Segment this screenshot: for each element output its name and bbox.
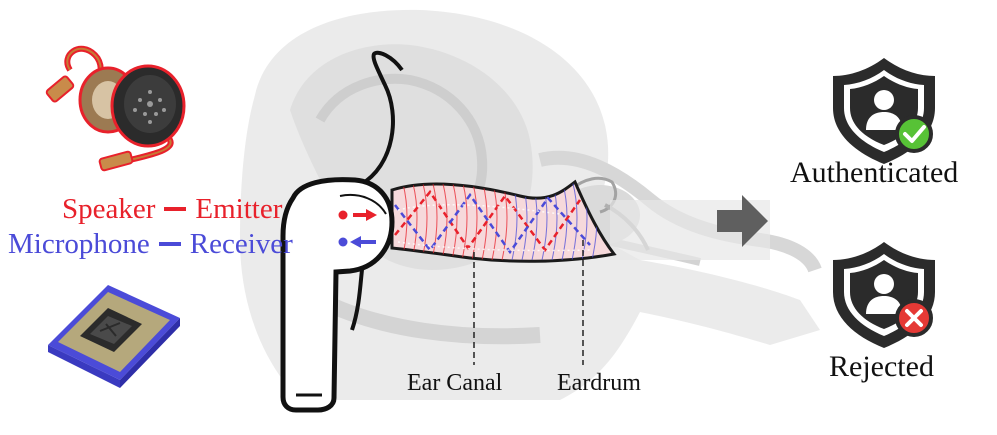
eardrum-label: Eardrum: [557, 370, 641, 396]
speaker-driver-icon: [45, 45, 186, 172]
authenticated-label: Authenticated: [790, 156, 959, 189]
right-arrow-icon: [717, 195, 768, 247]
microphone-receiver-label: Microphone Receiver: [8, 230, 293, 259]
emitter-label: Emitter: [195, 193, 283, 225]
emitter-signal: [338, 209, 377, 221]
receiver-signal: [338, 236, 376, 248]
receiver-label: Receiver: [189, 228, 293, 260]
shield-user-cross-icon: [833, 242, 935, 348]
mems-microphone-icon: [48, 285, 180, 388]
ear-canal: [390, 179, 617, 263]
microphone-label: Microphone: [8, 228, 150, 260]
ear-canal-label: Ear Canal: [407, 370, 503, 396]
speaker-dash: [164, 207, 187, 212]
rejected-label: Rejected: [829, 350, 934, 383]
earbud-icon: [280, 50, 404, 413]
shield-user-check-icon: [833, 58, 935, 164]
microphone-dash: [158, 242, 181, 247]
speaker-label: Speaker: [62, 193, 156, 225]
speaker-emitter-label: Speaker Emitter: [62, 195, 282, 224]
